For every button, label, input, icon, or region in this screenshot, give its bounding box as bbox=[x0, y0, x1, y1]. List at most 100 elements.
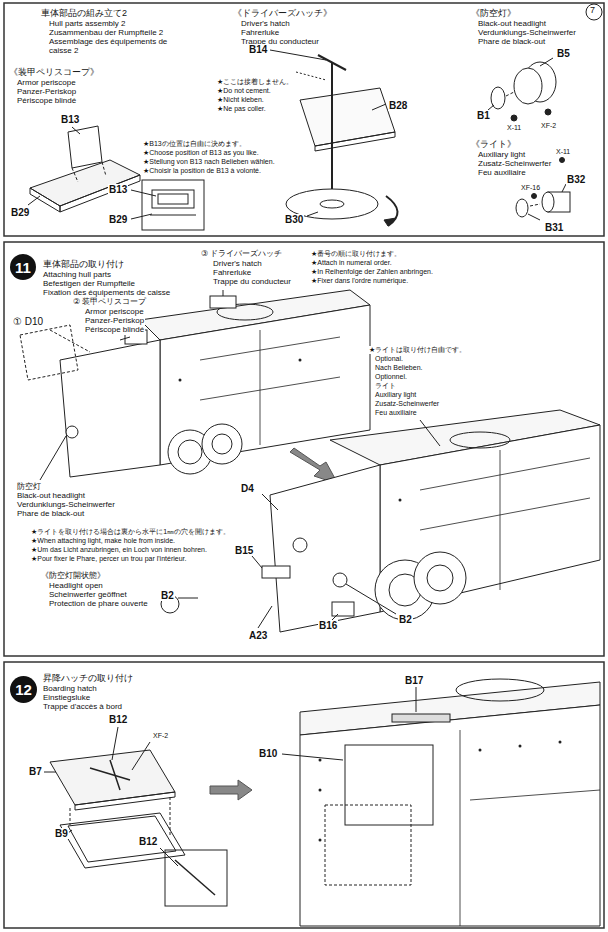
part-number: A23 bbox=[248, 630, 268, 641]
instruction-text: Protection de phare ouverte bbox=[48, 600, 149, 609]
part-number: B29 bbox=[10, 207, 30, 218]
instruction-text: XF-2 bbox=[540, 122, 557, 130]
part-number: B28 bbox=[388, 100, 408, 111]
instruction-text: Optionnel. bbox=[374, 373, 408, 381]
instruction-text: Einstiegsluke bbox=[42, 694, 91, 703]
instruction-text: 昇降ハッチの取り付け bbox=[42, 674, 134, 684]
instruction-text: 車体部品の取り付け bbox=[42, 260, 125, 270]
instruction-text: ★番号の順に取り付けます。 bbox=[310, 250, 402, 258]
instruction-text: XF-2 bbox=[152, 732, 169, 740]
instruction-text: ① D10 bbox=[12, 316, 44, 327]
instruction-text: ライト bbox=[374, 382, 397, 390]
instruction-text: Périscope blindé bbox=[16, 97, 77, 106]
part-number: B10 bbox=[258, 748, 278, 759]
instruction-text: Driver's hatch bbox=[240, 20, 291, 29]
instruction-text: Driver's hatch bbox=[212, 260, 263, 269]
instruction-text: Hull parts assembly 2 bbox=[48, 20, 126, 29]
instruction-text: 《ドライバーズハッチ》 bbox=[232, 9, 333, 19]
part-number: B30 bbox=[284, 214, 304, 225]
instruction-text: ★Um das Licht anzubringen, ein Loch von … bbox=[30, 546, 208, 554]
instruction-text: Panzer-Periskop bbox=[16, 88, 77, 97]
part-number: B1 bbox=[476, 110, 491, 121]
part-number: B31 bbox=[544, 222, 564, 233]
part-number: B2 bbox=[160, 590, 175, 601]
step-number: 11 bbox=[10, 254, 36, 280]
part-number: B16 bbox=[318, 620, 338, 631]
instruction-text: Auxiliary light bbox=[477, 151, 526, 160]
instruction-text: Zusatz-Scheinwerfer bbox=[374, 400, 440, 408]
instruction-text: Zusatz-Scheinwerfer bbox=[477, 160, 552, 169]
instruction-text: ★Fixer dans l'ordre numérique. bbox=[310, 277, 409, 285]
instruction-text: 《ライト》 bbox=[470, 140, 517, 150]
instruction-text: Befestigen der Rumpfteile bbox=[42, 280, 136, 289]
instruction-text: Nach Belieben. bbox=[374, 364, 423, 372]
instruction-text: Phare de black-out bbox=[477, 38, 546, 47]
part-number: B5 bbox=[556, 48, 571, 59]
instruction-text: ★Choisir la position de B13 à volonté. bbox=[142, 167, 262, 175]
instruction-text: Panzer-Periskop bbox=[84, 317, 145, 326]
instruction-text: Fahrerluke bbox=[212, 269, 252, 278]
instruction-text: Périscope blindé bbox=[84, 326, 145, 335]
instruction-text: X-11 bbox=[506, 124, 522, 132]
instruction-text: 《防空灯開状態》 bbox=[40, 572, 106, 581]
part-number: B7 bbox=[28, 766, 43, 777]
step-number-text: 12 bbox=[15, 682, 32, 697]
instruction-text: Trappe d'accès à bord bbox=[42, 703, 123, 712]
instruction-text: Armor periscope bbox=[84, 308, 145, 317]
instruction-text: 防空灯 bbox=[16, 483, 42, 492]
instruction-text: Verdunklungs-Scheinwerfer bbox=[16, 501, 116, 510]
instruction-text: 7 bbox=[589, 6, 596, 16]
instruction-text: Trappe du conducteur bbox=[212, 278, 292, 287]
instruction-text: ★ここは接着しません。 bbox=[216, 78, 294, 86]
part-number: B13 bbox=[60, 114, 80, 125]
instruction-text: ★Ne pas coller. bbox=[216, 105, 267, 113]
instruction-text: Verdunklungs-Scheinwerfer bbox=[477, 29, 577, 38]
instruction-text: Feu auxiliaire bbox=[477, 169, 527, 178]
part-number: B12 bbox=[108, 714, 128, 725]
part-number: B29 bbox=[108, 214, 128, 225]
instruction-text: ★Do not cement. bbox=[216, 87, 272, 95]
step-number: 12 bbox=[10, 676, 37, 703]
instruction-text: Scheinwerfer geöffnet bbox=[48, 591, 128, 600]
instruction-text: Fixation des équipements de caisse bbox=[42, 289, 171, 298]
part-number: B32 bbox=[566, 174, 586, 185]
instruction-text: ★Attach in numeral order. bbox=[310, 259, 393, 267]
instruction-text: Armor periscope bbox=[16, 79, 77, 88]
part-number: B17 bbox=[404, 675, 424, 686]
part-number: B12 bbox=[138, 836, 158, 847]
instruction-text: ★ライトを取り付ける場合は裏から水平に1㎜の穴を開けます。 bbox=[30, 528, 231, 536]
part-number: B15 bbox=[234, 545, 254, 556]
part-number: B13 bbox=[108, 184, 128, 195]
instruction-text: ★B13の位置は自由に決めます。 bbox=[142, 140, 247, 148]
part-number: B2 bbox=[398, 614, 413, 625]
instruction-text: Boarding hatch bbox=[42, 685, 98, 694]
instruction-text: ② 装甲ペリスコープ bbox=[72, 298, 147, 307]
instruction-text: Assemblage des équipements de caisse 2 bbox=[48, 38, 175, 56]
instruction-text: Black-out headlight bbox=[477, 20, 547, 29]
instruction-text: Auxiliary light bbox=[374, 391, 417, 399]
instruction-text: Zusammenbau der Rumpfteile 2 bbox=[48, 29, 164, 38]
instruction-text: ★Choose position of B13 as you like. bbox=[142, 149, 260, 157]
instruction-text: ★Stellung von B13 nach Belieben wählen. bbox=[142, 158, 276, 166]
instruction-text: Attaching hull parts bbox=[42, 271, 112, 280]
instruction-text: ★ライトは取り付け自由です。 bbox=[368, 346, 467, 354]
instruction-text: 《防空灯》 bbox=[470, 9, 517, 19]
instruction-text: Fahrerluke bbox=[240, 29, 280, 38]
instruction-text: X-11 bbox=[555, 148, 571, 156]
instruction-text: ★Nicht kleben. bbox=[216, 96, 265, 104]
part-number: D4 bbox=[240, 483, 255, 494]
instruction-text: XF-16 bbox=[520, 184, 541, 192]
instruction-text: Headlight open bbox=[48, 582, 104, 591]
instruction-text: Black-out headlight bbox=[16, 492, 86, 501]
instruction-text: Optional. bbox=[374, 355, 404, 363]
instruction-text: ★Pour fixer le Phare, percer un trou par… bbox=[30, 555, 187, 563]
instruction-text: ③ ドライバーズハッチ bbox=[200, 250, 283, 259]
instruction-text: ★In Reihenfolge der Zahlen anbringen. bbox=[310, 268, 434, 276]
step-number-text: 11 bbox=[15, 260, 31, 275]
instruction-text: 車体部品の組み立て2 bbox=[40, 9, 128, 19]
instruction-text: Feu auxiliaire bbox=[374, 409, 418, 417]
instruction-text: 《装甲ペリスコープ》 bbox=[8, 68, 100, 78]
part-number: B9 bbox=[54, 828, 69, 839]
part-number: B14 bbox=[248, 44, 268, 55]
instruction-text: ★When attaching light, make hole from in… bbox=[30, 537, 176, 545]
